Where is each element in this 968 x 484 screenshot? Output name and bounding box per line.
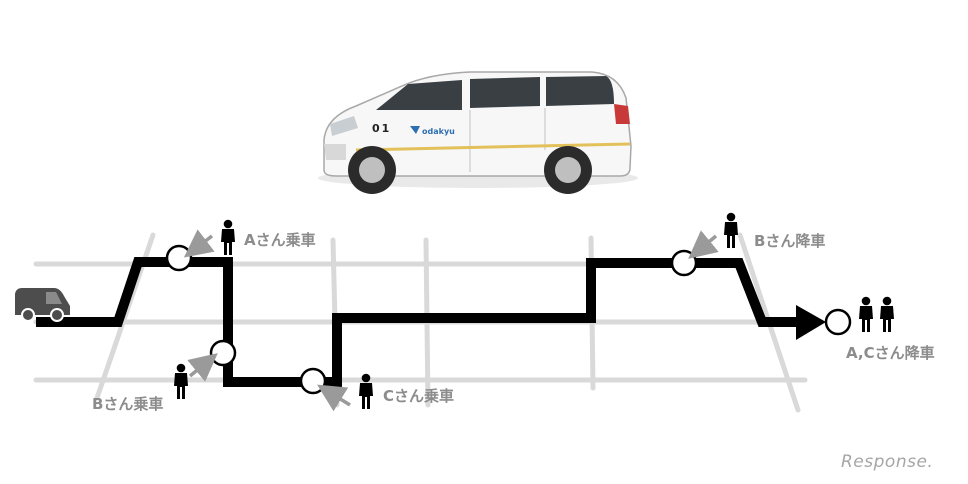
stop-c-board (299, 367, 327, 395)
stop-a-board (165, 244, 193, 272)
pointer-arrow-a (183, 229, 215, 258)
van-number: 01 (372, 122, 391, 135)
label-ac-alighting: A,Cさん降車 (846, 344, 935, 362)
person-icon-a (221, 219, 235, 255)
person-icon-b (174, 363, 188, 399)
shuttle-route-line (36, 257, 800, 387)
pointer-arrow-c (317, 384, 351, 412)
person-icon-c-alight (880, 296, 894, 332)
label-a-boarding: Aさん乗車 (244, 231, 316, 249)
label-b-boarding: Bさん乗車 (92, 395, 164, 413)
pointer-arrows (183, 229, 719, 412)
label-b-alighting: Bさん降車 (754, 232, 826, 250)
start-van-icon (15, 288, 70, 322)
pointer-arrow-b-alight (688, 230, 719, 259)
route-arrowhead (796, 305, 826, 340)
label-c-boarding: Cさん乗車 (383, 387, 455, 405)
pointer-arrow-b (187, 353, 218, 382)
stop-b-alight (670, 249, 698, 277)
stop-ac-alight (824, 308, 852, 336)
van-brand-logo: odakyu (422, 127, 455, 136)
person-icon-a-alight (859, 296, 873, 332)
response-watermark: Response. (841, 452, 934, 472)
person-icon-b-alight (724, 212, 738, 248)
shuttle-van-illustration: odakyu 01 (318, 71, 638, 194)
stop-b-board (209, 339, 237, 367)
